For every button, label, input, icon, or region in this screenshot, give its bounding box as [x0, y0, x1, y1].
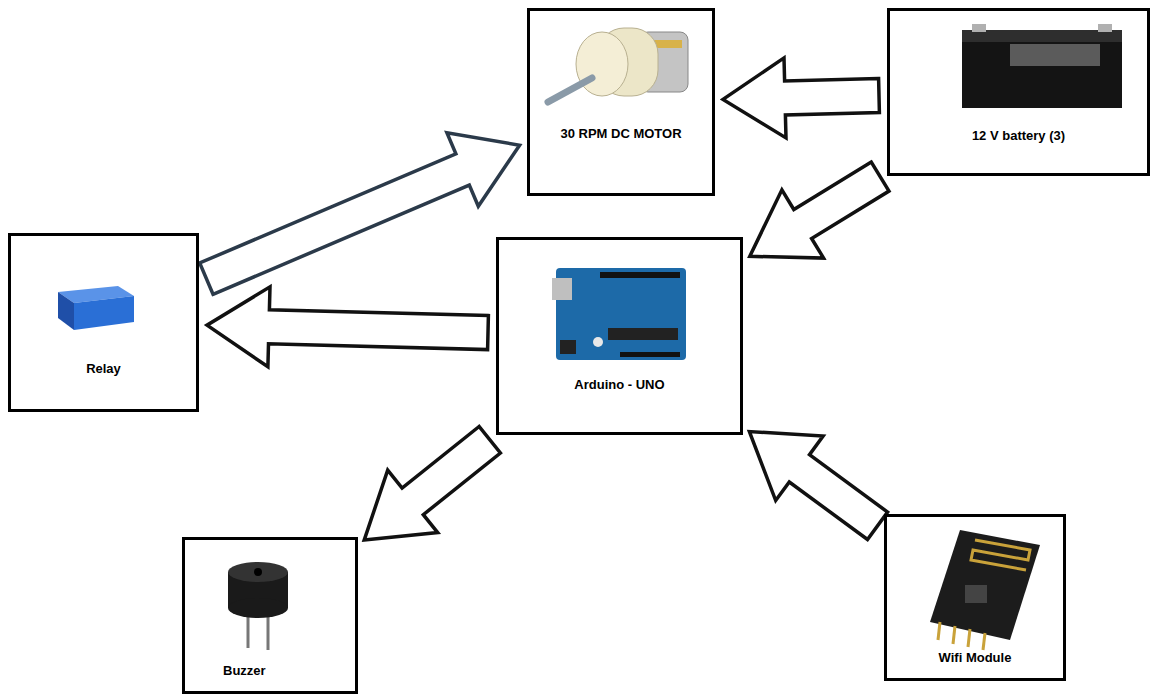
relay-box: Relay: [8, 233, 199, 412]
motor-box: 30 RPM DC MOTOR: [527, 8, 715, 196]
relay-illustration: [58, 286, 134, 330]
arduino-illustration: [552, 268, 686, 360]
block-arrow: [749, 432, 887, 540]
node-label: Buzzer: [185, 663, 355, 679]
buzzer-illustration: [228, 562, 288, 650]
block-arrow: [200, 133, 520, 295]
battery-illustration: [962, 24, 1122, 108]
battery-box: 12 V battery (3): [887, 8, 1150, 176]
node-label: Relay: [11, 361, 196, 377]
block-arrow: [723, 58, 879, 138]
buzzer-box: Buzzer: [182, 537, 358, 694]
motor-illustration: [548, 28, 688, 102]
block-arrow: [207, 287, 488, 367]
wifi-module-illustration: [930, 530, 1040, 650]
node-label: Wifi Module: [887, 650, 1063, 666]
node-label: 30 RPM DC MOTOR: [530, 126, 712, 142]
node-label: Arduino - UNO: [499, 377, 740, 393]
node-label: 12 V battery (3): [890, 128, 1147, 144]
wifi-module-box: Wifi Module: [884, 514, 1066, 681]
block-arrow: [750, 162, 889, 258]
block-arrow: [364, 427, 500, 541]
arduino-box: Arduino - UNO: [496, 237, 743, 435]
